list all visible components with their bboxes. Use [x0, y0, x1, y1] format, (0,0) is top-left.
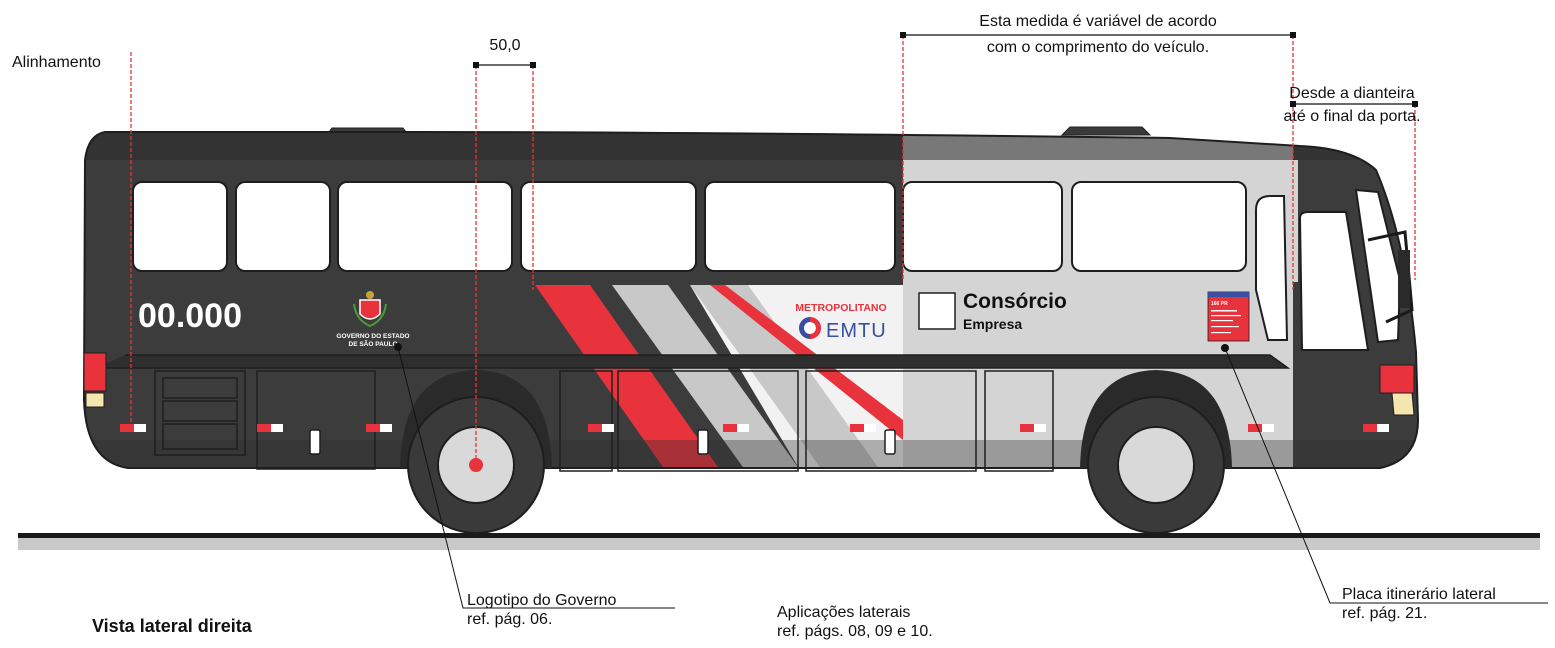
emtu-text: EMTU [826, 320, 887, 342]
rear-light [83, 352, 107, 392]
alignment-guides [130, 35, 1416, 465]
consorcio-text: Consórcio [963, 290, 1067, 313]
variable-measure-line1: Esta medida é variável de acordo [979, 13, 1217, 30]
metropolitano-text: METROPOLITANO [795, 302, 886, 314]
front-measure-line2: até o final da porta. [1283, 108, 1421, 125]
side-reflectors [120, 424, 1389, 432]
red-stripe [535, 285, 720, 468]
gov-text-line2: DE SÃO PAULO [349, 339, 398, 348]
empresa-text: Empresa [963, 316, 1022, 332]
dimension-endpoints [473, 32, 1418, 107]
door-handles [309, 429, 896, 455]
window [337, 181, 513, 272]
gov-logo-title: Logotipo do Governo [467, 592, 617, 609]
gov-logo-ref: ref. pág. 06. [467, 611, 553, 628]
itinerary-plate-ref: ref. pág. 21. [1342, 605, 1428, 622]
gov-text-line1: GOVERNO DO ESTADO [336, 333, 409, 340]
front-measure-line1: Desde a dianteira [1289, 85, 1415, 102]
leader-lines [397, 346, 1548, 609]
company-logo-placeholder [918, 292, 956, 330]
window-row [132, 181, 1402, 351]
window [235, 181, 331, 272]
itinerary-plate: 166 PR [1207, 291, 1250, 342]
luggage-compartments [154, 370, 1054, 472]
belt-line [95, 354, 1291, 369]
windshield [1354, 188, 1402, 344]
door-window [1255, 195, 1289, 341]
gray-stripe-2 [690, 285, 880, 468]
ground-shadow [18, 538, 1540, 550]
gov-emblem-icon [353, 291, 387, 328]
view-title: Vista lateral direita [92, 616, 252, 636]
window [1071, 181, 1247, 272]
window [704, 181, 896, 272]
window [520, 181, 697, 272]
gray-stripe-1 [612, 285, 800, 468]
variable-measure-line2: com o comprimento do veículo. [986, 39, 1210, 56]
dimension-bars [476, 34, 1415, 105]
alinhamento-label: Alinhamento [12, 54, 101, 71]
plate-number: 166 PR [1211, 301, 1228, 307]
window [902, 181, 1063, 272]
wheel-center-marker [469, 458, 483, 472]
body-outline [82, 131, 1420, 469]
itinerary-plate-title: Placa itinerário lateral [1342, 586, 1496, 603]
fleet-number: 00.000 [138, 297, 242, 335]
ground-line [18, 533, 1540, 538]
driver-window [1298, 211, 1370, 351]
emtu-logo-icon [799, 317, 821, 339]
dimension-value-label: 50,0 [489, 37, 521, 54]
front-light [1379, 364, 1415, 394]
side-applications-title: Aplicações laterais [777, 604, 911, 621]
window [132, 181, 228, 272]
side-applications-ref: ref. págs. 08, 09 e 10. [777, 623, 933, 640]
roof-hatch-2 [1060, 126, 1152, 136]
